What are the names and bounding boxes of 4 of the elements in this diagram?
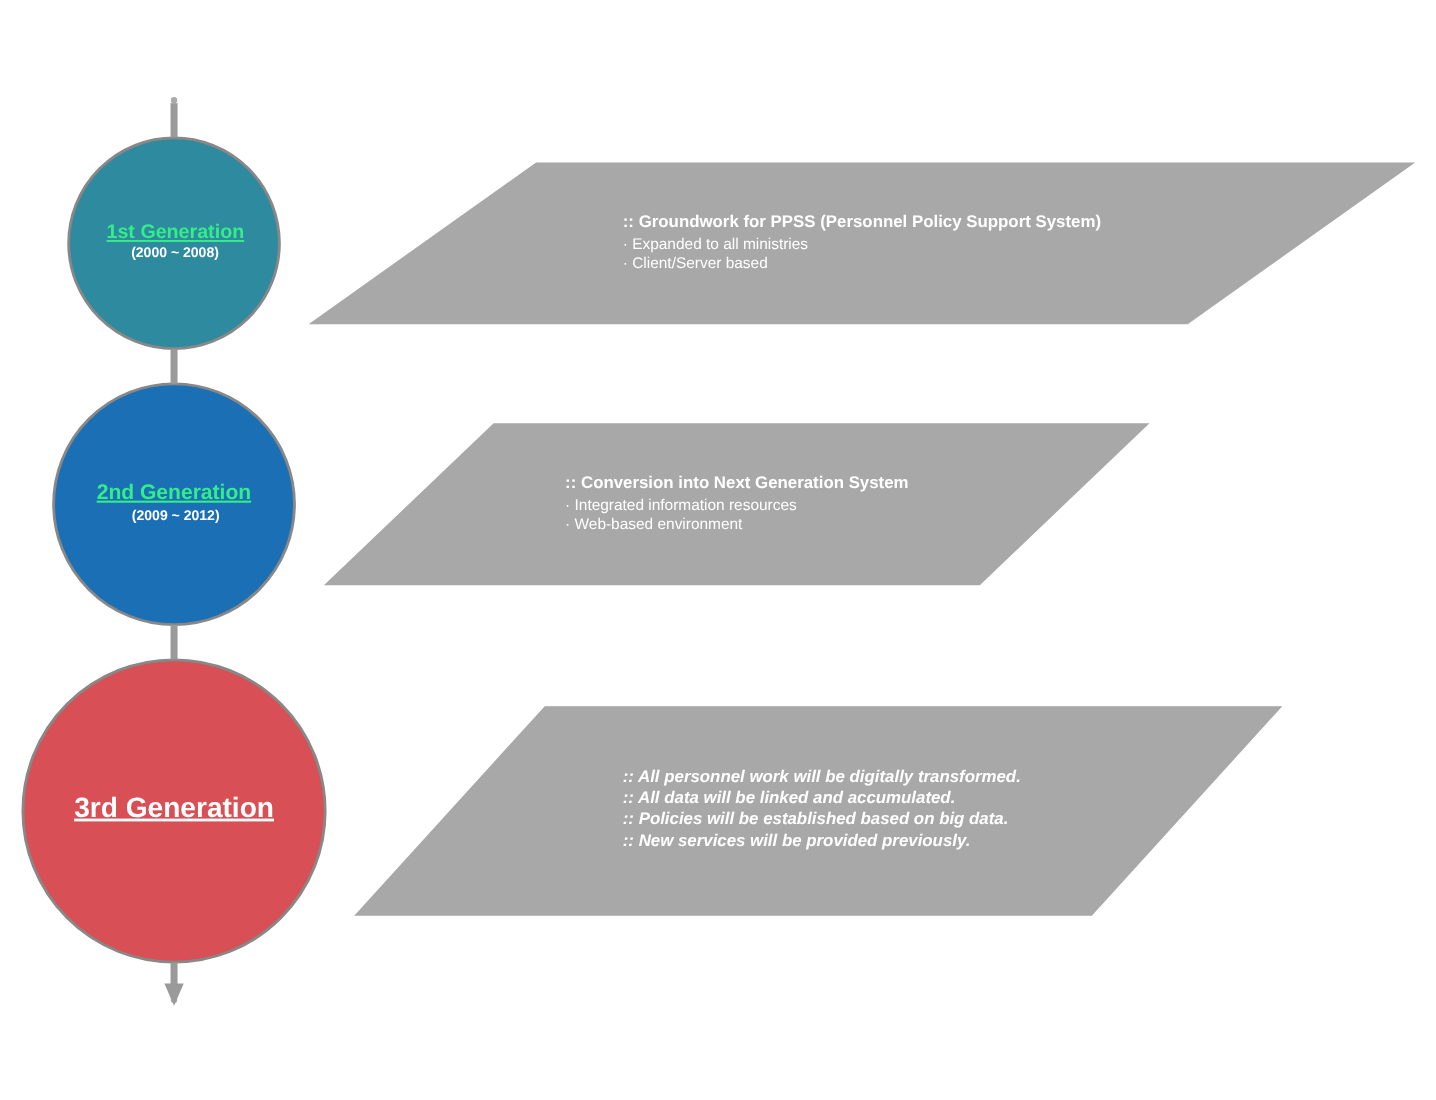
connector (170, 624, 178, 660)
connector (170, 348, 178, 384)
connector (170, 103, 178, 138)
node-circle: 3rd Generation (21, 658, 327, 964)
